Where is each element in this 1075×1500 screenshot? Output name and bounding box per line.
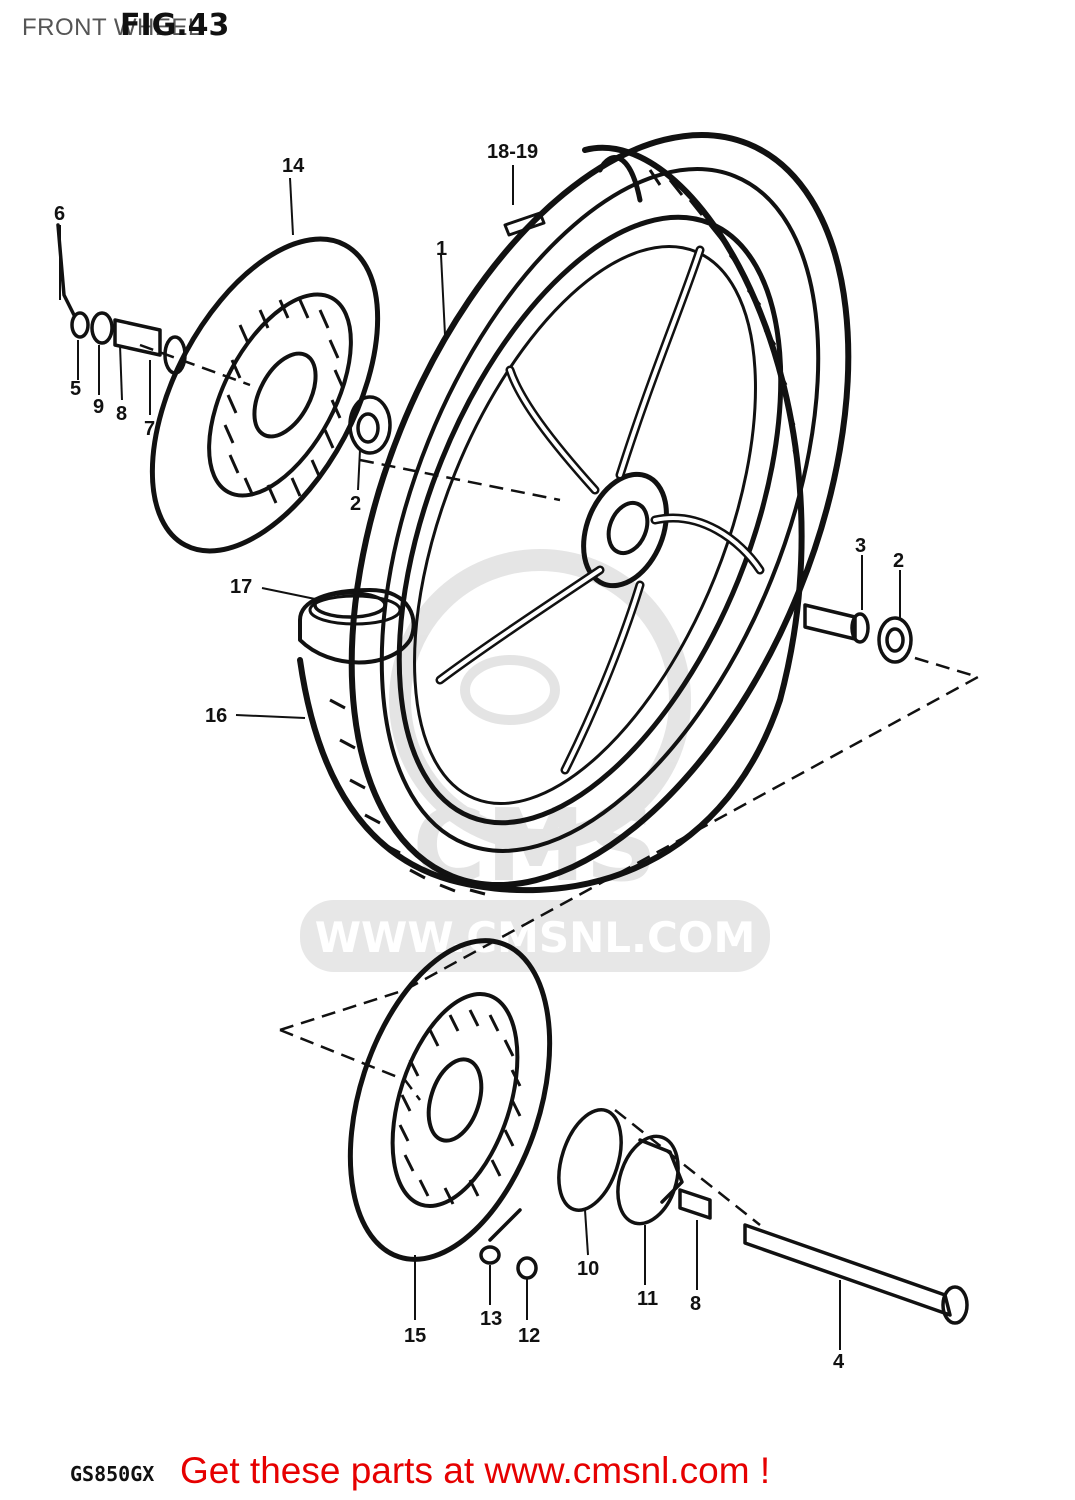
leader-lines: [59, 165, 901, 1350]
callout-17: 17: [230, 576, 252, 598]
callout-4: 4: [833, 1351, 845, 1373]
brake-disc-left: [149, 236, 381, 554]
figure-number: FIG.43: [120, 8, 230, 43]
callout-7: 7: [144, 418, 155, 440]
callout-8-lower: 8: [690, 1293, 701, 1315]
wheel-assembly: [297, 132, 852, 896]
small-parts: [56, 223, 969, 1325]
cta-link[interactable]: Get these parts at www.cmsnl.com !: [180, 1450, 771, 1491]
callout-13: 15: [404, 1325, 426, 1347]
callout-2-right: 2: [893, 550, 904, 572]
callout-14: 12: [518, 1325, 540, 1347]
watermark-text: WWW.CMSNL.COM: [315, 913, 756, 962]
callout-1: 1: [436, 238, 447, 260]
callout-8-upper: 8: [116, 403, 127, 425]
brake-disc-right: [347, 938, 553, 1262]
page-title: FRONT WHEEL: [22, 14, 202, 41]
callout-9: 9: [93, 396, 104, 418]
callout-15: 13: [480, 1308, 502, 1330]
callout-5: 5: [70, 378, 81, 400]
watermark: CMS WWW.CMSNL.COM: [300, 549, 770, 972]
callout-16: 16: [205, 705, 227, 727]
callout-10: 10: [577, 1258, 599, 1280]
callout-11: 11: [637, 1288, 658, 1310]
callout-3: 3: [855, 535, 866, 557]
callout-labels: 14 18-19 1 6 5 9 8 7 2 3 2 17 16 10 11 8…: [54, 141, 904, 1373]
callout-12: 14: [282, 155, 305, 177]
callout-6: 6: [54, 203, 65, 225]
callout-2-left: 2: [350, 493, 361, 515]
model-code: GS850GX: [70, 1462, 155, 1486]
callout-18-19: 18-19: [487, 141, 538, 163]
